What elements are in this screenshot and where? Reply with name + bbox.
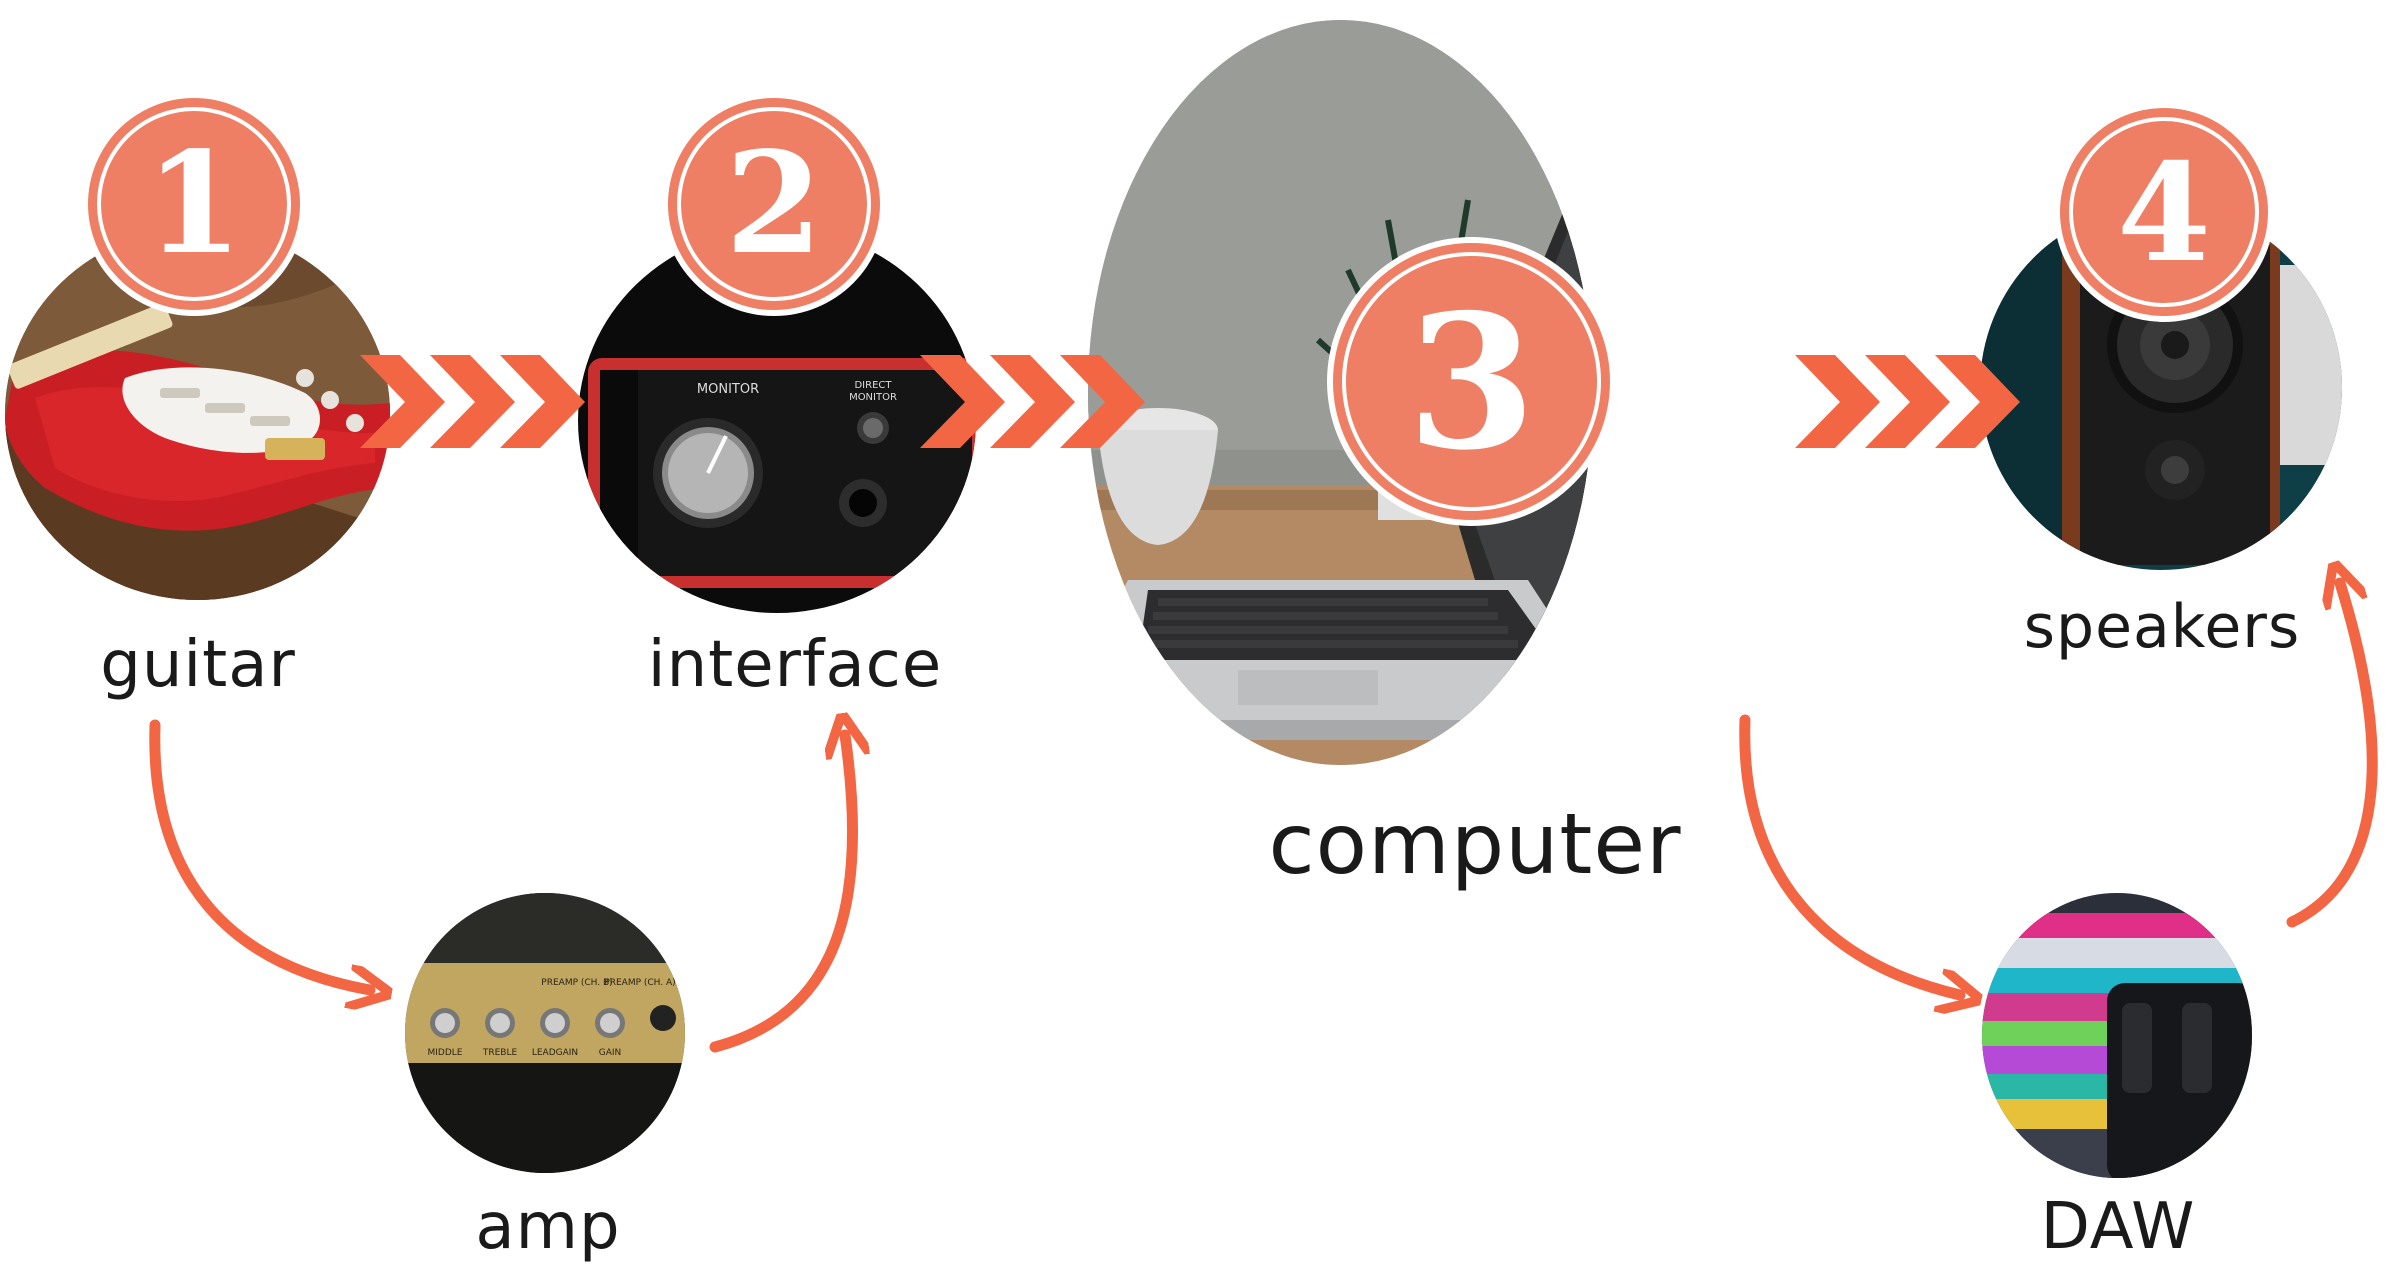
badge-ring bbox=[677, 107, 871, 301]
step-number-2: 2 bbox=[725, 122, 823, 286]
chevron-arrow-1-to-2 bbox=[360, 355, 585, 448]
amp-knob-leadgain-label: LEADGAIN bbox=[532, 1048, 578, 1058]
interface-monitor-label: MONITOR bbox=[697, 382, 759, 397]
daw-label: DAW bbox=[2040, 1190, 2196, 1264]
curve-arrow-guitar-to-amp bbox=[149, 719, 370, 990]
step-number-3: 3 bbox=[1407, 272, 1536, 491]
curve-arrow-daw-to-speakers bbox=[2286, 583, 2378, 928]
amp-photo-art: PREAMP (CH. B) PREAMP (CH. A) MIDDLE TRE… bbox=[405, 893, 685, 1173]
speakers-label: speakers bbox=[2023, 592, 2301, 662]
guitar-label: guitar bbox=[100, 628, 296, 702]
amp-knob-middle-label: MIDDLE bbox=[428, 1048, 463, 1058]
step-number-1: 1 bbox=[145, 122, 243, 286]
interface-label: interface bbox=[647, 628, 943, 702]
interface-direct-monitor-label: MONITOR bbox=[849, 392, 897, 403]
step-badge-4: 4 bbox=[2060, 108, 2268, 316]
amp-photo: PREAMP (CH. B) PREAMP (CH. A) MIDDLE TRE… bbox=[405, 893, 685, 1173]
badge-ring bbox=[1342, 252, 1601, 511]
amp-label: amp bbox=[475, 1190, 621, 1264]
daw-screen-photo-art bbox=[1982, 893, 2252, 1178]
computer-label: computer bbox=[1268, 795, 1682, 893]
badge-ring bbox=[97, 107, 291, 301]
amp-knob-gain-label: GAIN bbox=[599, 1048, 622, 1058]
interface-direct-label: DIRECT bbox=[854, 380, 892, 391]
chevron-arrow-3-to-4 bbox=[1795, 355, 2020, 448]
daw-screen-photo bbox=[1982, 893, 2252, 1178]
amp-preamp-a-label: PREAMP (CH. A) bbox=[604, 978, 675, 988]
amp-knob-treble-label: TREBLE bbox=[482, 1048, 518, 1058]
step-badge-1: 1 bbox=[88, 98, 300, 310]
curve-arrow-amp-to-interface bbox=[709, 735, 853, 1053]
curve-arrow-computer-to-daw bbox=[1739, 714, 1960, 995]
step-number-4: 4 bbox=[2117, 132, 2211, 292]
amp-preamp-b-label: PREAMP (CH. B) bbox=[541, 978, 612, 988]
step-badge-3: 3 bbox=[1333, 243, 1610, 520]
badge-ring bbox=[2069, 117, 2259, 307]
chevron-arrow-2-to-3 bbox=[920, 355, 1145, 448]
step-badge-2: 2 bbox=[668, 98, 880, 310]
